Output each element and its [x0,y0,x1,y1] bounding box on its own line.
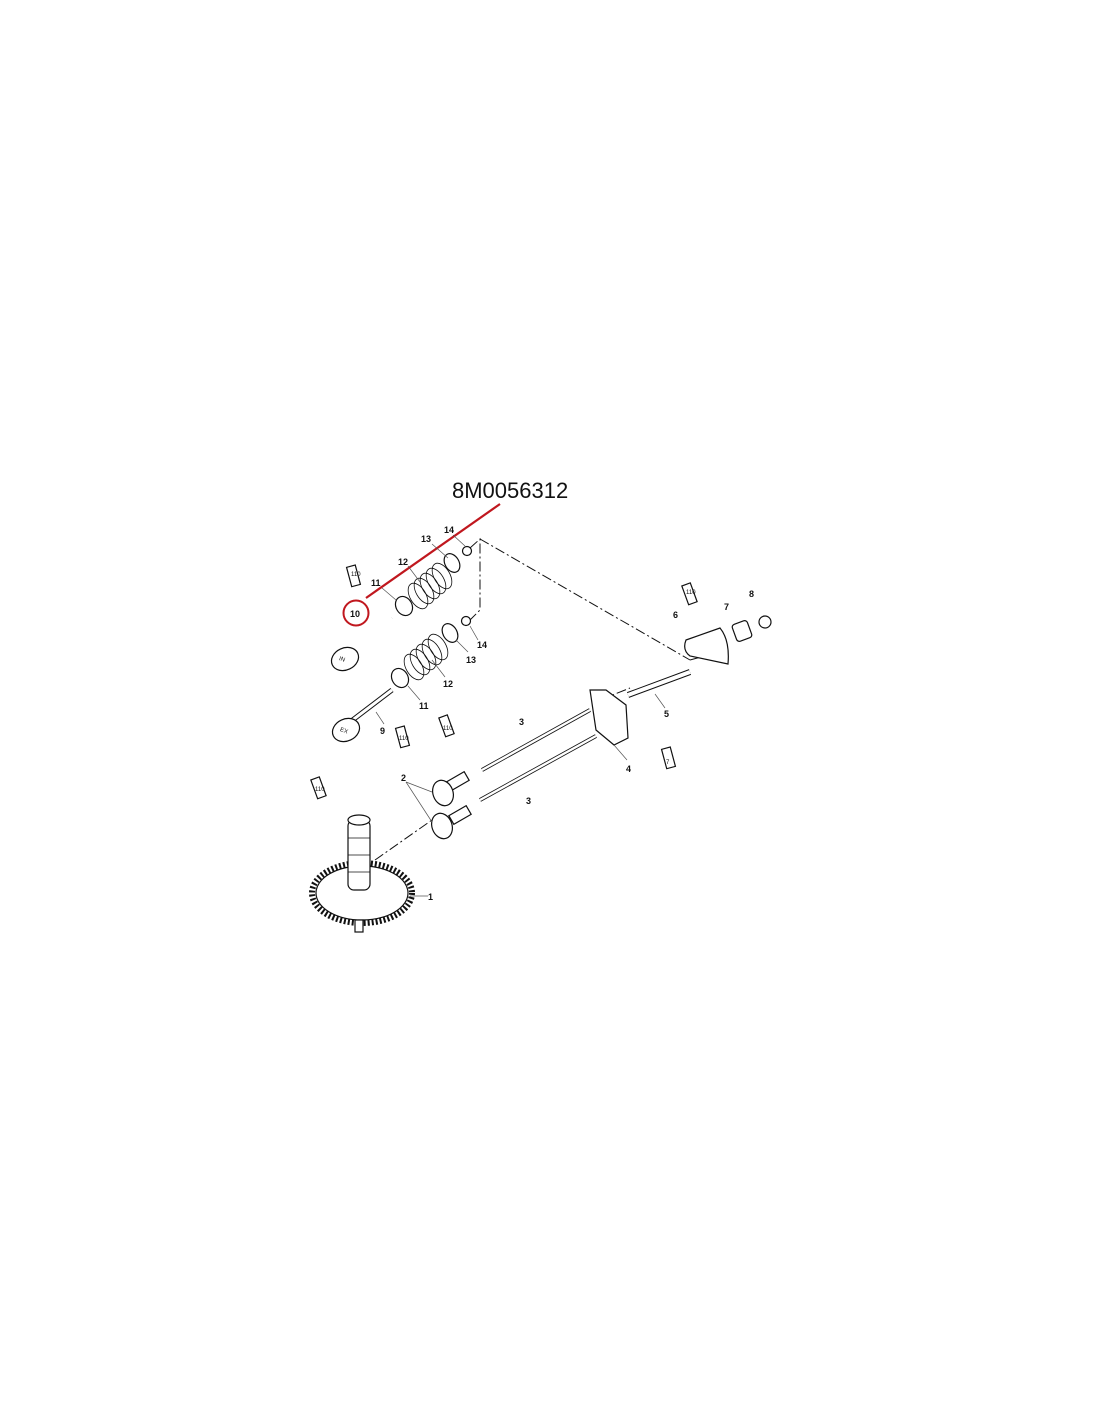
lubricant-tube: 110 [345,564,361,588]
callout-2: 2 [401,773,406,783]
callout-7: 7 [724,602,729,612]
part-number-label: 8M0056312 [452,478,568,503]
callout-3: 3 [519,717,524,727]
intake-valve: IN [330,616,393,672]
valve-seal-lower [390,667,410,689]
svg-text:110: 110 [399,736,409,742]
callout-6: 6 [673,610,678,620]
pushrod-guide-plate [589,689,629,746]
callout-14: 14 [477,640,487,650]
rocker-nut [758,615,772,629]
spring-retainer-lower [441,623,459,643]
svg-text:110: 110 [686,590,696,596]
lubricant-tube: 110 [438,714,455,738]
lubricant-tube: 110 [310,776,327,800]
valve-spring-lower [403,633,449,681]
tappets [431,770,472,840]
callout-10-highlighted: 10 [350,609,360,619]
rocker-pivot [731,620,753,642]
callout-11: 11 [419,701,429,711]
valve-seal-upper [394,595,414,617]
leader-lines [375,534,666,897]
lubricant-tube: 110 [394,725,411,749]
exhaust-valve-marking: EX [339,727,349,735]
callout-8: 8 [749,589,754,599]
highlight-circle [342,599,370,627]
exhaust-valve: EX [331,688,394,743]
callout-12: 12 [398,557,408,567]
rocker-arm [684,627,729,665]
lubricant-tube: 110 [681,582,698,606]
callout-1: 1 [428,892,433,902]
callout-14: 14 [444,525,454,535]
callout-12: 12 [443,679,453,689]
callout-3: 3 [526,796,531,806]
callout-13: 13 [466,655,476,665]
callout-11: 11 [371,578,381,588]
svg-text:110: 110 [351,572,361,578]
valve-spring-upper [407,562,453,610]
intake-valve-marking: IN [338,656,346,664]
lubricant-tube: 7 [660,746,677,770]
svg-text:110: 110 [443,726,453,732]
valve-cotter-upper [461,545,473,557]
callout-4: 4 [626,764,631,774]
highlight-leader-line [365,503,501,599]
svg-text:7: 7 [666,760,670,766]
spring-retainer-upper [443,553,461,573]
svg-text:110: 110 [315,787,325,793]
callout-13: 13 [421,534,431,544]
callout-5: 5 [664,709,669,719]
pushrods [479,708,597,802]
callout-9: 9 [380,726,385,736]
valve-cotter-lower [460,615,472,627]
camshaft-gear [309,814,415,933]
